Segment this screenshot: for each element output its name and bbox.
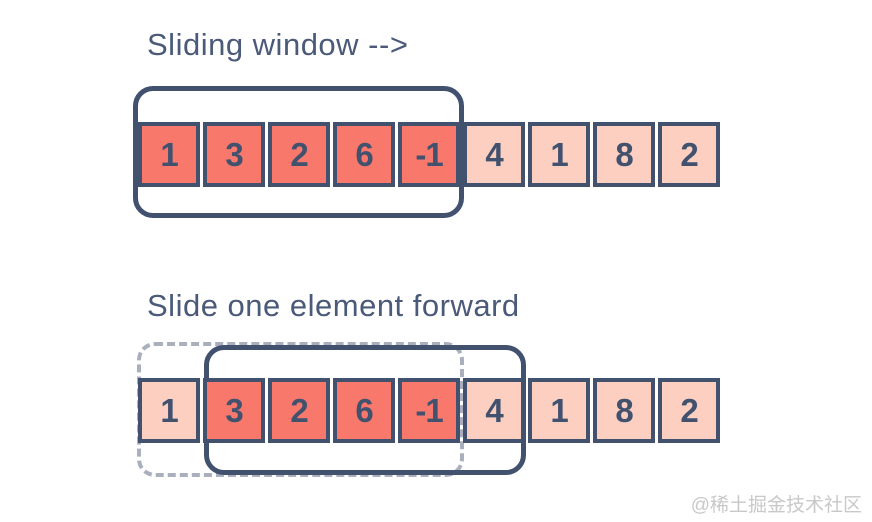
- array-cell: 8: [593, 378, 655, 443]
- array-cell: 1: [528, 378, 590, 443]
- array-cell: 1: [138, 122, 200, 187]
- watermark-text: @稀土掘金技术社区: [690, 495, 862, 516]
- array-cell: 6: [333, 122, 395, 187]
- array-cell: 6: [333, 378, 395, 443]
- current-window-outline-top: [133, 86, 464, 218]
- array-cell: 4: [463, 378, 525, 443]
- array-cell: 1: [528, 122, 590, 187]
- array-cell: -1: [398, 122, 460, 187]
- array-cell: 1: [138, 378, 200, 443]
- bottom-section-title: Slide one element forward: [147, 288, 520, 323]
- array-cell: 4: [463, 122, 525, 187]
- array-cell: -1: [398, 378, 460, 443]
- array-cell: 2: [268, 122, 330, 187]
- array-cell: 2: [658, 378, 720, 443]
- array-cell: 8: [593, 122, 655, 187]
- top-section-title: Sliding window -->: [147, 27, 409, 62]
- array-cell: 2: [268, 378, 330, 443]
- array-cell: 3: [203, 378, 265, 443]
- array-cell: 2: [658, 122, 720, 187]
- array-cell: 3: [203, 122, 265, 187]
